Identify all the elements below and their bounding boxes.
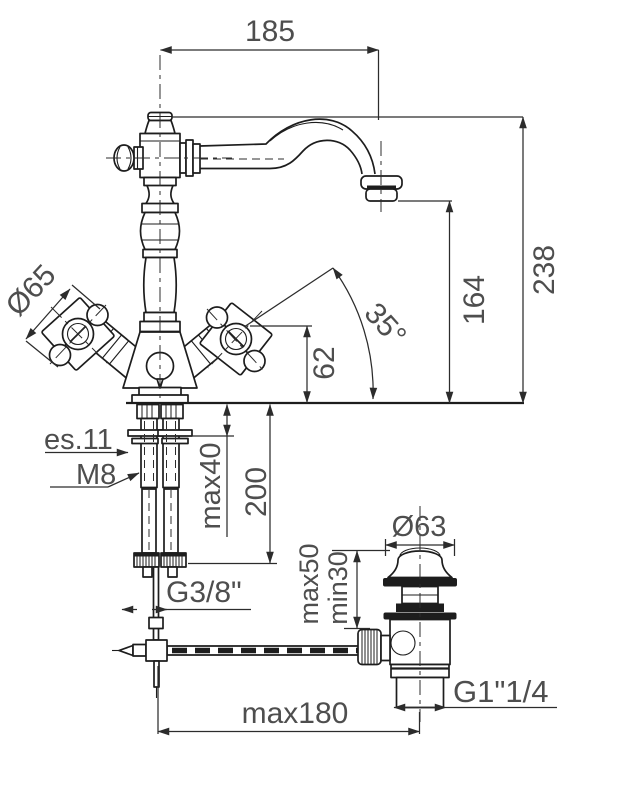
dim-label-hex-key: es.11 [44, 424, 113, 456]
dim-label-total-height: 238 [528, 245, 561, 295]
dim-label-waste-max: max50 [294, 543, 324, 624]
dim-label-outlet-height: 164 [458, 275, 491, 325]
dim-label-waste-min: min30 [323, 551, 353, 625]
faucet [41, 111, 524, 709]
dim-label-handle-height: 62 [308, 346, 341, 379]
dim-label-handle-angle: 35° [358, 297, 413, 353]
dimension-labels: 185 238 164 62 35° Ø65 es.11 M8 max40 20… [0, 15, 561, 730]
drain-assembly [357, 547, 457, 709]
dim-label-fixing-stud: M8 [76, 459, 116, 491]
dim-label-waste-thread: G1"1/4 [453, 674, 548, 709]
dim-label-supply-thread: G3/8" [166, 576, 242, 609]
dimension-annotations [25, 46, 557, 736]
dim-label-handle-diameter: Ø65 [0, 259, 62, 323]
dim-label-hose-length: 200 [240, 467, 273, 517]
dim-label-max-deck: max40 [195, 442, 227, 529]
pop-up-knurled-knob [357, 628, 391, 666]
spout [199, 118, 376, 175]
dim-label-waste-diameter: Ø63 [392, 511, 447, 543]
center-lines [49, 55, 421, 722]
dim-label-rod-reach: max180 [242, 697, 349, 730]
under-deck-connections [127, 403, 193, 578]
dim-label-spout-reach: 185 [245, 15, 295, 48]
